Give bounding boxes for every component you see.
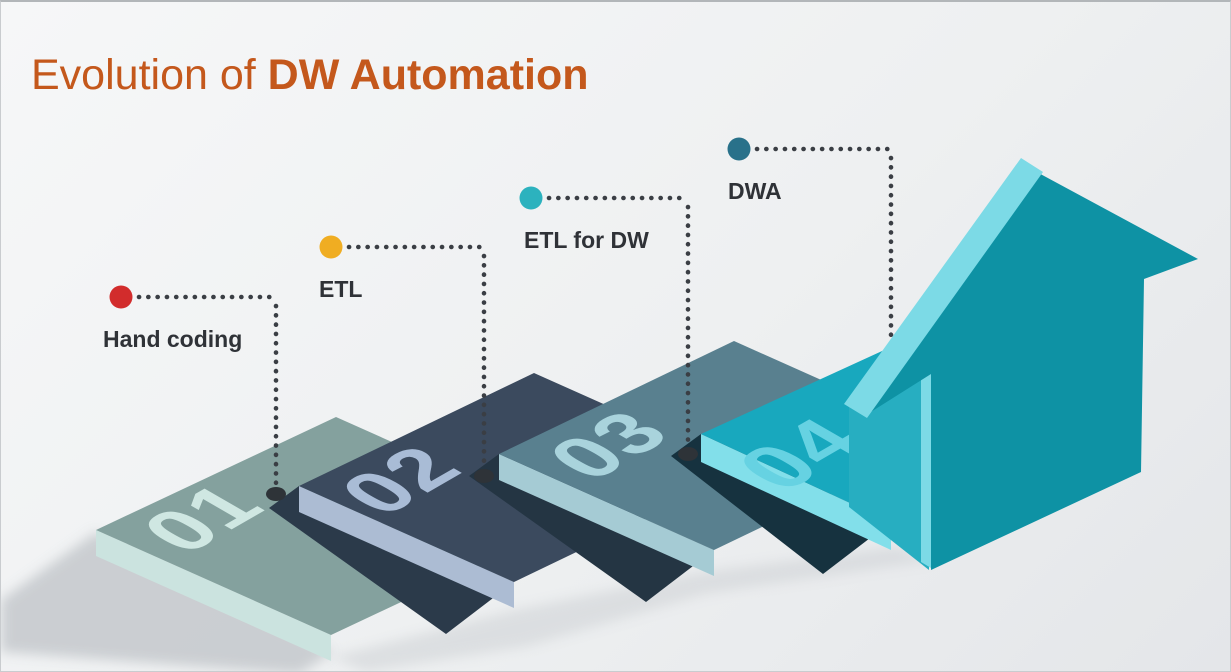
title-bold-part: DW Automation <box>267 51 589 99</box>
growth-arrow <box>844 158 1198 570</box>
leader-lines <box>136 146 894 490</box>
step-02-edge-face <box>299 486 514 608</box>
milestone-dot-etl-for-dw <box>519 186 543 210</box>
shadow-under-staircase <box>331 547 936 671</box>
shadow-under-step-01 <box>1 532 333 671</box>
arrow-back-edge-highlight <box>844 158 1043 418</box>
milestone-dot-hand-coding <box>109 285 133 309</box>
leader-end-dot-02 <box>474 469 494 483</box>
milestone-label-hand-coding: Hand coding <box>103 326 243 352</box>
milestone-label-dwa: DWA <box>728 178 782 204</box>
milestone-label-etl: ETL <box>319 276 363 302</box>
arrow-side-face <box>849 372 929 570</box>
step-04-edge-face <box>701 434 891 550</box>
milestone-dot-etl <box>319 235 343 259</box>
title-regular-part: Evolution of <box>31 51 268 99</box>
arrow-inner-edge-highlight <box>921 370 931 568</box>
arrow-main-face <box>866 170 1198 570</box>
milestone-label-etl-for-dw: ETL for DW <box>524 227 649 253</box>
page-title: Evolution of DW Automation <box>31 51 589 99</box>
leader-end-dot-03 <box>678 447 698 461</box>
step-01-edge-face <box>96 530 331 661</box>
step-03-edge-face <box>499 454 714 576</box>
milestone-dot-dwa <box>727 137 751 161</box>
milestone-dots <box>109 137 751 309</box>
leader-end-dots <box>266 447 698 501</box>
ground-shadows <box>1 532 936 671</box>
leader-end-dot-01 <box>266 487 286 501</box>
